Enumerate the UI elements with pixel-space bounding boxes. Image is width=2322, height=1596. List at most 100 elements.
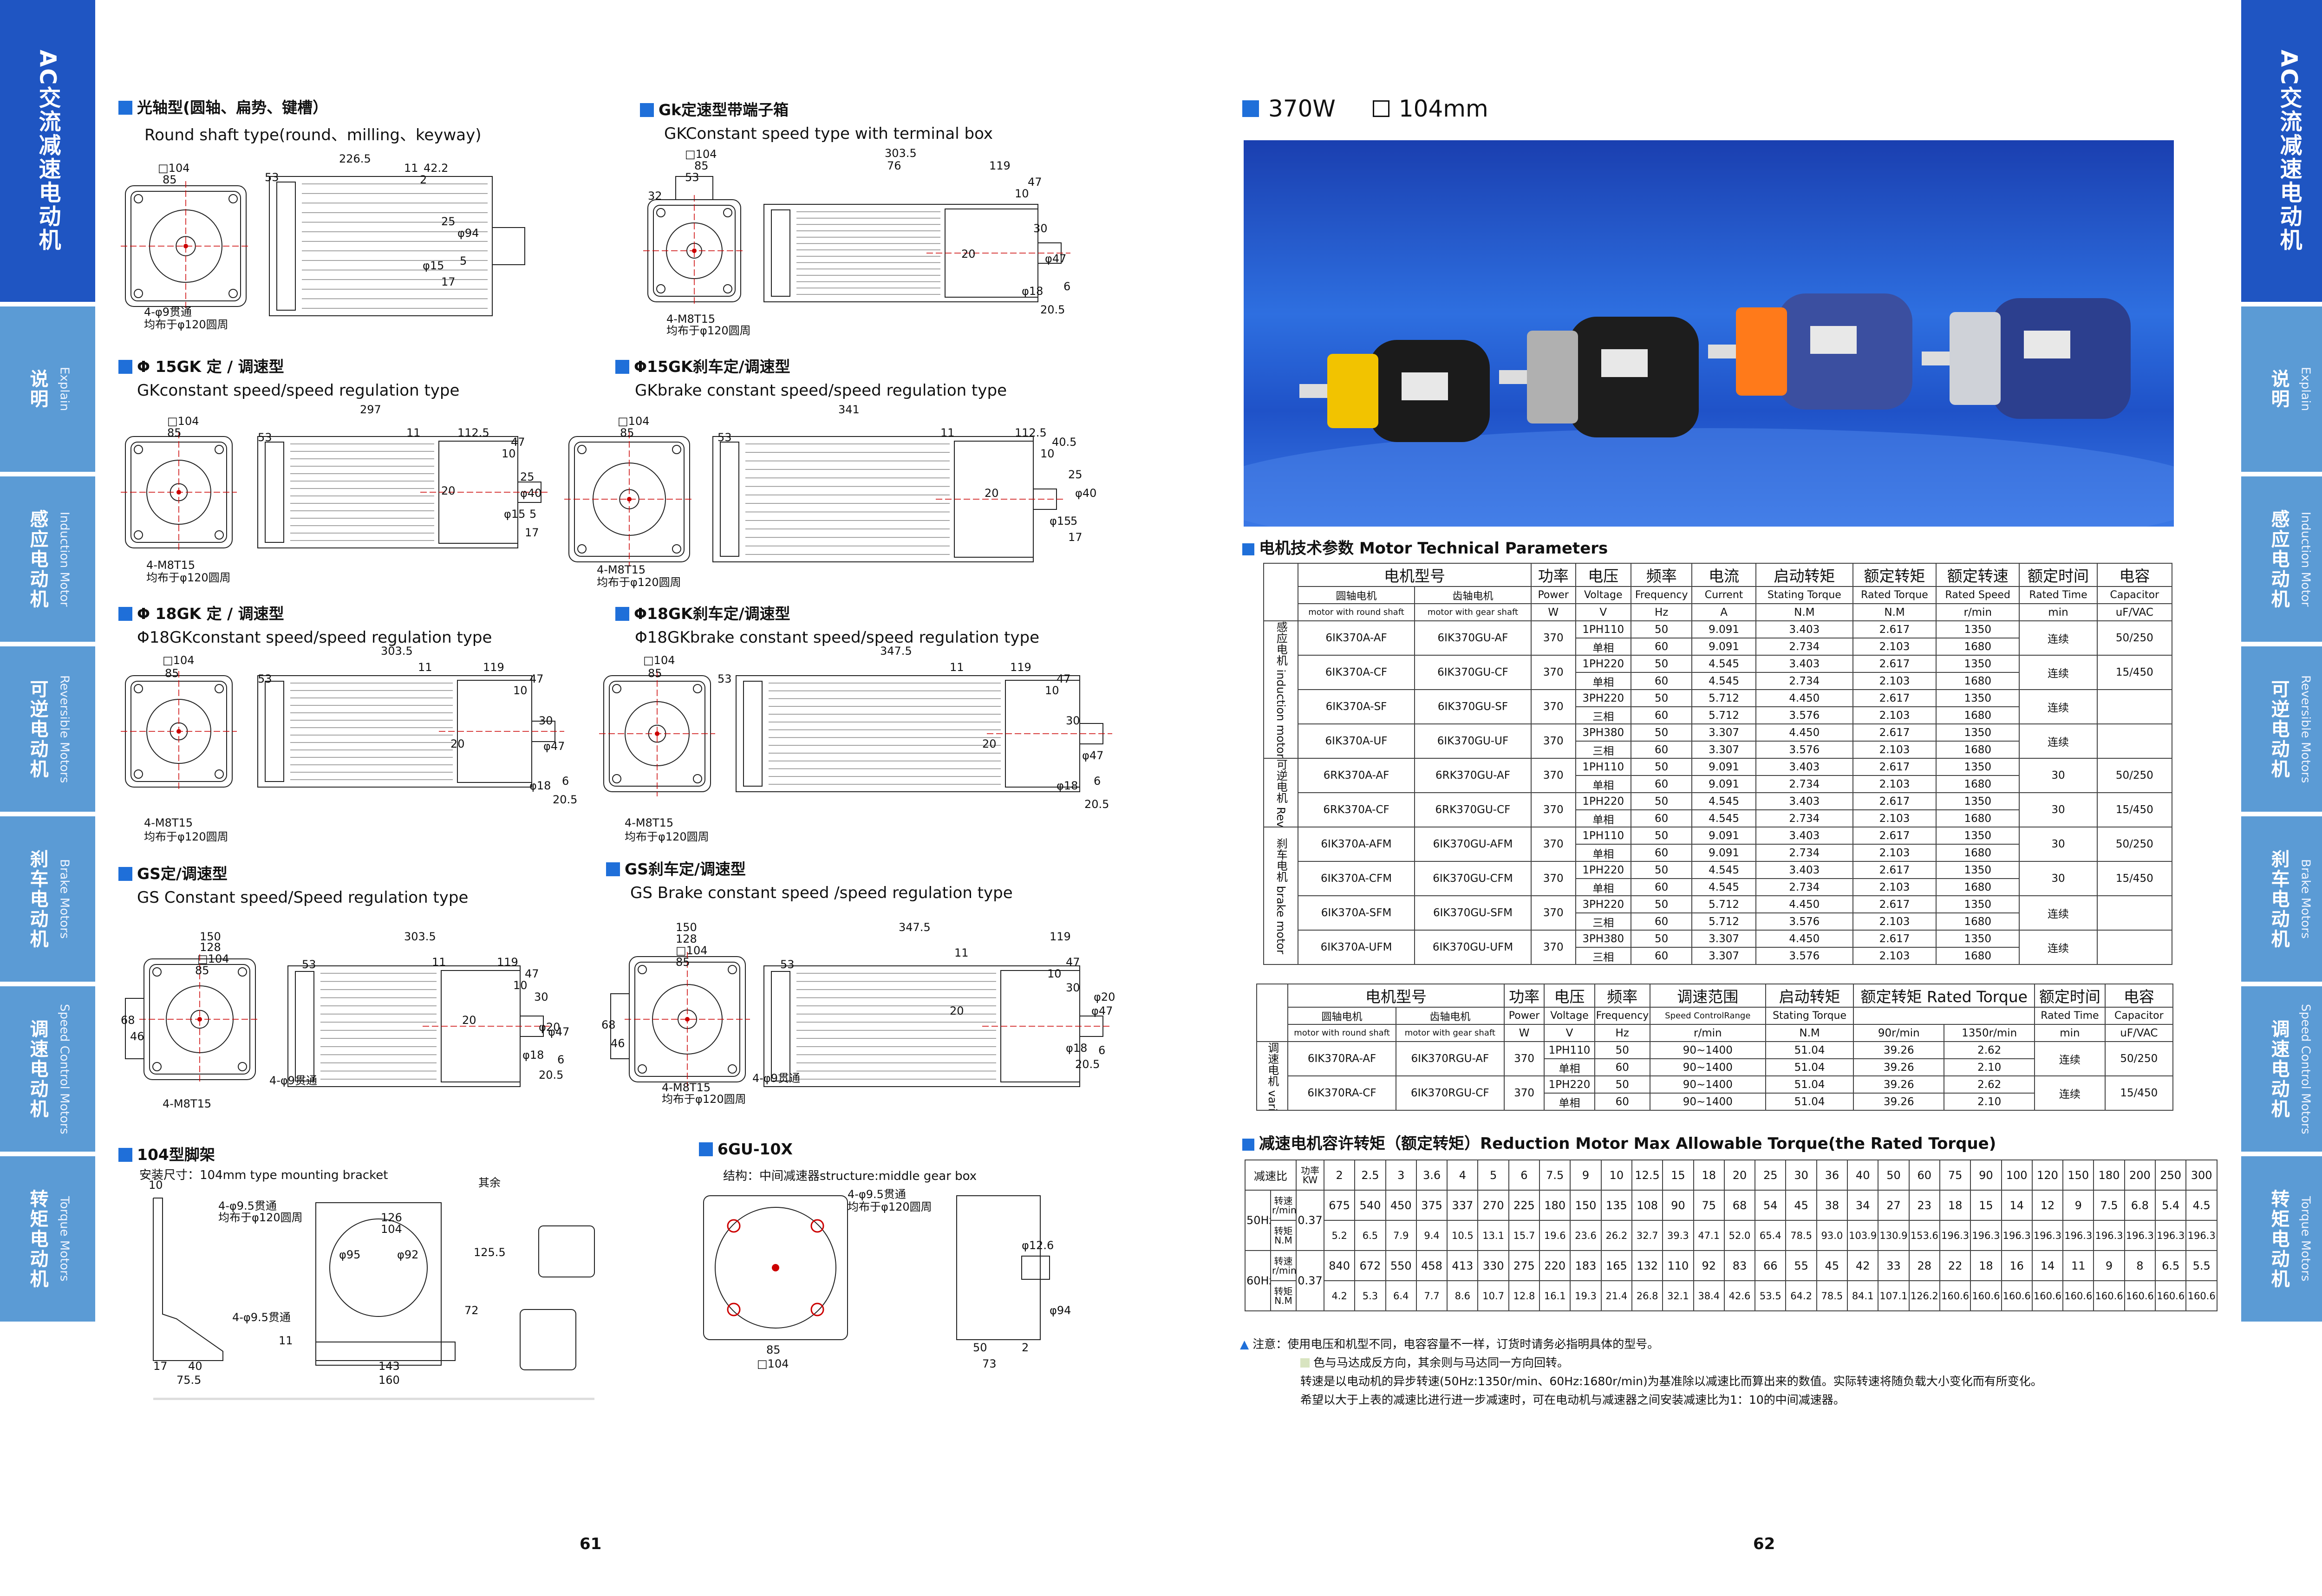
speed-value: 23 [1908, 1190, 1940, 1221]
rated-time: 30 [2019, 861, 2098, 896]
table-cell: 3.576 [1755, 947, 1853, 965]
col-unit: A [1691, 603, 1756, 621]
dim-label: 4-M8T15 [146, 559, 195, 572]
table-cell: 4.450 [1755, 895, 1853, 913]
ratio-value: 30 [1785, 1160, 1817, 1191]
table-cell: 51.04 [1765, 1058, 1854, 1076]
dim-label: 20.5 [1084, 798, 1109, 811]
torque-value: 32.1 [1662, 1280, 1694, 1311]
dim-label: φ47 [548, 1025, 569, 1038]
torque-value: 160.6 [1939, 1280, 1971, 1311]
power: 370 [1530, 930, 1576, 965]
col-unit: V [1544, 1024, 1595, 1042]
table-cell: 39.26 [1853, 1093, 1945, 1111]
dim-label: 6 [562, 775, 569, 788]
dim-label: 均布于φ120圆周 [848, 1200, 932, 1213]
ratio-value: 18 [1693, 1160, 1725, 1191]
table-cell: 1350 [1936, 758, 2020, 776]
rated-time: 30 [2019, 827, 2098, 862]
side-tab-0[interactable]: AC交流减速电动机 [2241, 0, 2322, 302]
col-unit: 90r/min [1853, 1024, 1945, 1042]
torque-value: 38.4 [1693, 1280, 1725, 1311]
side-tab-sublabel: Brake Motors [57, 859, 72, 939]
dim-label: 73 [982, 1357, 997, 1370]
col-unit: r/min [1936, 603, 2020, 621]
side-tab-label: 转矩电动机 [26, 1189, 48, 1289]
table-cell: 三相 [1575, 912, 1631, 931]
model-round: 6IK370RA-CF [1287, 1075, 1396, 1111]
mount-hole [134, 445, 143, 454]
table-cell: 单相 [1544, 1058, 1595, 1076]
side-tab-sublabel: Speed Control Motors [57, 1003, 72, 1134]
table-cell: 4.450 [1755, 723, 1853, 742]
torque-value: 78.5 [1816, 1280, 1848, 1311]
table-cell: 2.617 [1852, 827, 1937, 845]
speed-value: 540 [1354, 1190, 1386, 1221]
ratio-value: 60 [1908, 1160, 1940, 1191]
side-tab-sublabel: Explain [57, 367, 72, 411]
dim-label: 均布于φ120圆周 [146, 571, 231, 584]
table-cell: 单相 [1575, 844, 1631, 862]
capacitor [2096, 895, 2173, 931]
bracket-base [315, 1342, 456, 1361]
note-line-3: 转速是以电动机的异步转速(50Hz:1350r/min、60Hz:1680r/m… [1300, 1375, 2042, 1388]
speed-value: 4.5 [2185, 1190, 2218, 1221]
rated-time: 连续 [2019, 723, 2098, 759]
product-photo [1244, 140, 2174, 527]
ratio-value: 12.5 [1631, 1160, 1663, 1191]
table-cell: 1680 [1936, 947, 2020, 965]
mount-hole [612, 684, 621, 693]
col-unit: r/min [1649, 1024, 1766, 1042]
torque-value: 103.9 [1847, 1220, 1879, 1251]
speed-value: 220 [1539, 1250, 1571, 1281]
torque-value: 130.9 [1878, 1220, 1910, 1251]
model-gear: 6IK370RGU-AF [1395, 1041, 1505, 1076]
col-unit: W [1503, 1024, 1545, 1042]
dim-label: φ40 [1075, 487, 1096, 500]
dim-label: 4-φ9贯通 [144, 306, 192, 319]
speed-value: 225 [1508, 1190, 1540, 1221]
side-tab-0[interactable]: AC交流减速电动机 [0, 0, 95, 302]
power: 370 [1530, 655, 1576, 690]
speed-value: 55 [1785, 1250, 1817, 1281]
col-header: 额定转矩 [1852, 563, 1937, 587]
rated-time: 连续 [2019, 895, 2098, 931]
dim-label: 6 [1098, 1044, 1105, 1057]
col-header: 频率 [1630, 563, 1693, 587]
torque-value: 23.6 [1570, 1220, 1602, 1251]
dim-label: 4-φ9.5贯通 [218, 1199, 277, 1212]
dim-label: 341 [838, 403, 860, 416]
dim-label: 347.5 [880, 645, 912, 658]
col-unit: min [2034, 1024, 2106, 1042]
col-header: 启动转矩 [1755, 563, 1853, 587]
table-cell: 单相 [1575, 638, 1631, 656]
torque-value: 160.6 [2155, 1280, 2187, 1311]
side-tab-sublabel: Torque Motors [2298, 1196, 2313, 1282]
table-cell: 90~1400 [1649, 1075, 1766, 1094]
speed-value: 68 [1723, 1190, 1756, 1221]
col-header: 电容 [2104, 984, 2174, 1008]
gearbox-hole [727, 1303, 741, 1316]
speed-value: 15 [1970, 1190, 2002, 1221]
params-title: 电机技术参数 Motor Technical Parameters [1242, 535, 1608, 558]
speed-value: 550 [1385, 1250, 1417, 1281]
table-cell: 50 [1630, 620, 1693, 638]
table-cell: 2.103 [1852, 844, 1937, 862]
